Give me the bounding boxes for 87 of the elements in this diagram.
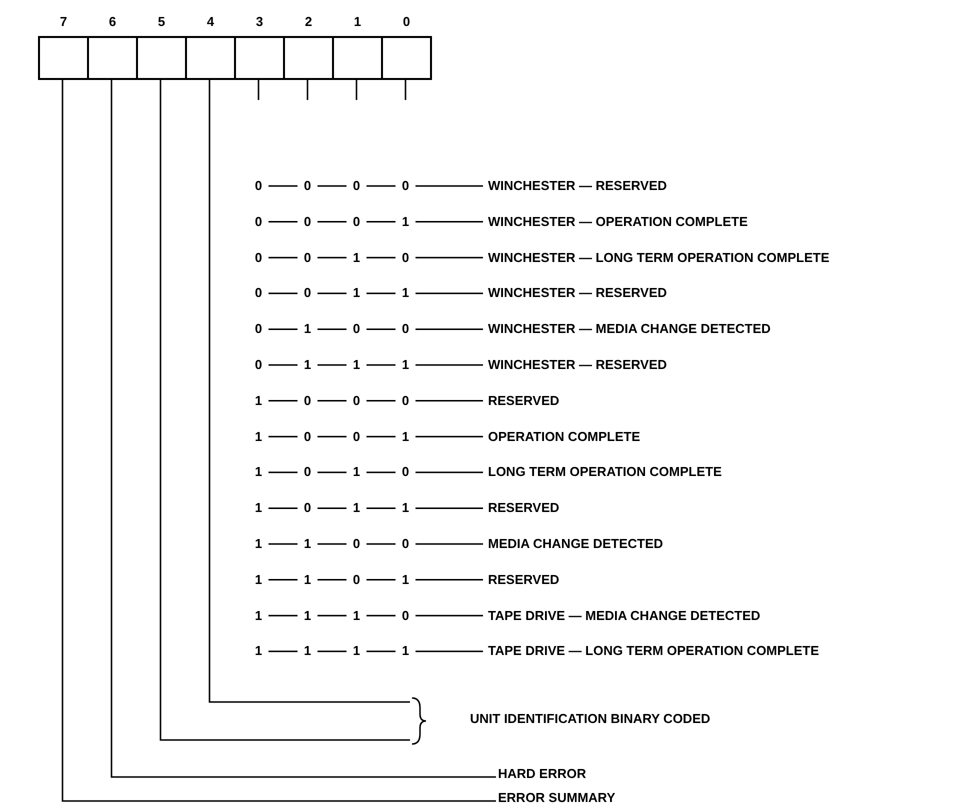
leader-line (208, 80, 410, 703)
code-description: WINCHESTER — MEDIA CHANGE DETECTED (488, 321, 771, 338)
bit-value: 0 (400, 250, 410, 266)
code-description: WINCHESTER — RESERVED (488, 285, 667, 302)
bit-value: 1 (302, 643, 312, 660)
code-description: RESERVED (488, 572, 560, 588)
bit-value: 1 (302, 321, 312, 338)
bit-value: 0 (400, 178, 410, 194)
bit-value: 0 (254, 214, 264, 230)
bit-number: 5 (156, 13, 166, 31)
bit-value: 0 (302, 250, 312, 266)
bit-number: 7 (58, 13, 68, 31)
bit-value: 1 (254, 500, 264, 516)
bit-value: 0 (302, 464, 312, 480)
bit-value: 1 (302, 608, 312, 624)
code-description: TAPE DRIVE — MEDIA CHANGE DETECTED (488, 608, 760, 624)
bit-value: 0 (254, 357, 264, 373)
code-description: WINCHESTER — RESERVED (488, 178, 667, 194)
bit-number: 1 (352, 13, 362, 31)
bit-value: 1 (302, 536, 312, 552)
bit-value: 0 (352, 214, 362, 230)
code-description: MEDIA CHANGE DETECTED (488, 536, 664, 552)
bit-value: 0 (352, 536, 362, 552)
bit-value: 0 (352, 572, 362, 588)
bit-value: 0 (352, 392, 362, 409)
bit-number: 0 (402, 13, 412, 31)
bit-value: 1 (400, 572, 410, 588)
bit-value: 0 (302, 285, 312, 302)
bit-value: 1 (302, 357, 312, 373)
bit-value: 0 (254, 285, 264, 302)
field-label: ERROR SUMMARY (498, 791, 616, 804)
code-description: RESERVED (488, 392, 560, 409)
bit-number: 4 (206, 13, 216, 31)
bit-value: 1 (352, 464, 362, 480)
code-description: TAPE DRIVE — LONG TERM OPERATION COMPLETE (488, 643, 820, 660)
code-description: WINCHESTER — RESERVED (488, 357, 667, 373)
bit-number: 2 (304, 13, 314, 31)
bit-value: 0 (400, 608, 410, 624)
bit-value: 0 (254, 321, 264, 338)
bit-value: 0 (352, 178, 362, 194)
bit-value: 1 (254, 536, 264, 552)
bit-value: 1 (254, 392, 264, 409)
bit-value: 1 (254, 464, 264, 480)
leader-line (258, 80, 260, 100)
code-description: RESERVED (488, 500, 560, 516)
bit-number: 3 (254, 13, 264, 31)
bit-value: 1 (400, 500, 410, 516)
bit-value: 1 (400, 643, 410, 660)
leader-line (404, 80, 406, 100)
bit-number: 6 (108, 13, 118, 31)
bit-value: 1 (400, 285, 410, 302)
leader-line (160, 80, 410, 741)
bit-value: 0 (254, 250, 264, 266)
code-description: WINCHESTER — OPERATION COMPLETE (488, 214, 748, 230)
bit-value: 1 (254, 608, 264, 624)
bit-value: 1 (352, 608, 362, 624)
field-label: UNIT IDENTIFICATION BINARY CODED (470, 712, 710, 725)
leader-line (306, 80, 308, 100)
bit-value: 1 (400, 428, 410, 445)
bit-value: 1 (400, 214, 410, 230)
leader-line (356, 80, 358, 100)
bit-value: 1 (400, 357, 410, 373)
code-description: WINCHESTER — LONG TERM OPERATION COMPLETE (488, 250, 830, 266)
bit-value: 0 (400, 464, 410, 480)
bit-value: 0 (302, 392, 312, 409)
code-description: LONG TERM OPERATION COMPLETE (488, 464, 722, 480)
bit-value: 1 (254, 643, 264, 660)
bit-value: 0 (352, 321, 362, 338)
bit-value: 0 (302, 428, 312, 445)
bit-value: 1 (352, 500, 362, 516)
bit-value: 0 (302, 500, 312, 516)
bit-value: 0 (254, 178, 264, 194)
bit-value: 0 (302, 178, 312, 194)
bit-value: 1 (302, 572, 312, 588)
code-description: OPERATION COMPLETE (488, 428, 640, 445)
bit-value: 1 (254, 572, 264, 588)
bit-value: 1 (352, 357, 362, 373)
bit-value: 0 (400, 536, 410, 552)
bit-value: 0 (302, 214, 312, 230)
bit-value: 1 (352, 250, 362, 266)
bit-value: 1 (352, 285, 362, 302)
bit-value: 0 (400, 321, 410, 338)
bit-value: 1 (352, 643, 362, 660)
bit-value: 0 (400, 392, 410, 409)
bit-value: 1 (254, 428, 264, 445)
bit-value: 0 (352, 428, 362, 445)
field-label: HARD ERROR (498, 767, 586, 780)
